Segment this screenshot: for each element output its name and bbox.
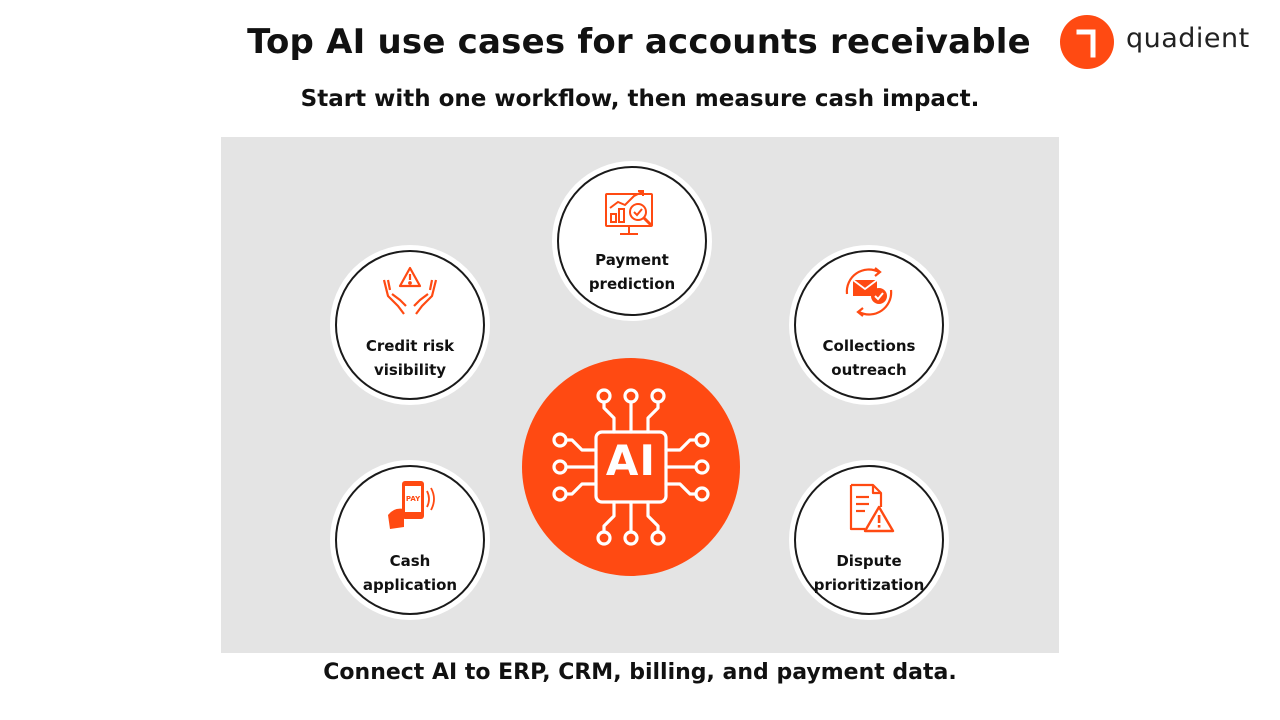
page-subtitle: Start with one workflow, then measure ca… (300, 86, 980, 112)
brand-name: quadient (1126, 23, 1250, 54)
node-circle: PAY Cash application (335, 465, 485, 615)
phone-pay-icon: PAY (388, 481, 435, 529)
node-credit-risk: Credit risk visibility (330, 245, 490, 405)
node-label: Credit risk visibility (365, 337, 455, 379)
node-circle: Payment prediction (557, 166, 707, 316)
node-label: Payment prediction (588, 251, 676, 293)
ai-chip-icon (552, 388, 710, 546)
node-circle: Dispute prioritization (794, 465, 944, 615)
node-circle: Collections outreach (794, 250, 944, 400)
node-circle: Credit risk visibility (335, 250, 485, 400)
brand-logo: quadient (1060, 15, 1270, 71)
ai-hub-label: AI (605, 436, 657, 485)
pay-text: PAY (406, 495, 421, 503)
node-label: Dispute prioritization (813, 552, 925, 594)
node-cash-application: PAY Cash application (330, 460, 490, 620)
ai-hub: AI (522, 358, 740, 576)
node-payment-prediction: Payment prediction (552, 161, 712, 321)
document-warning-icon (849, 483, 895, 533)
analytics-monitor-icon (605, 190, 654, 235)
node-dispute: Dispute prioritization (789, 460, 949, 620)
hands-warning-icon (382, 266, 438, 315)
page-title: Top AI use cases for accounts receivable (247, 22, 1031, 62)
node-collections: Collections outreach (789, 245, 949, 405)
footer-note: Connect AI to ERP, CRM, billing, and pay… (323, 660, 957, 685)
quadient-logo-icon (1060, 15, 1114, 69)
node-label: Cash application (362, 552, 458, 594)
email-gear-cycle-icon (845, 267, 893, 317)
node-label: Collections outreach (822, 337, 916, 379)
